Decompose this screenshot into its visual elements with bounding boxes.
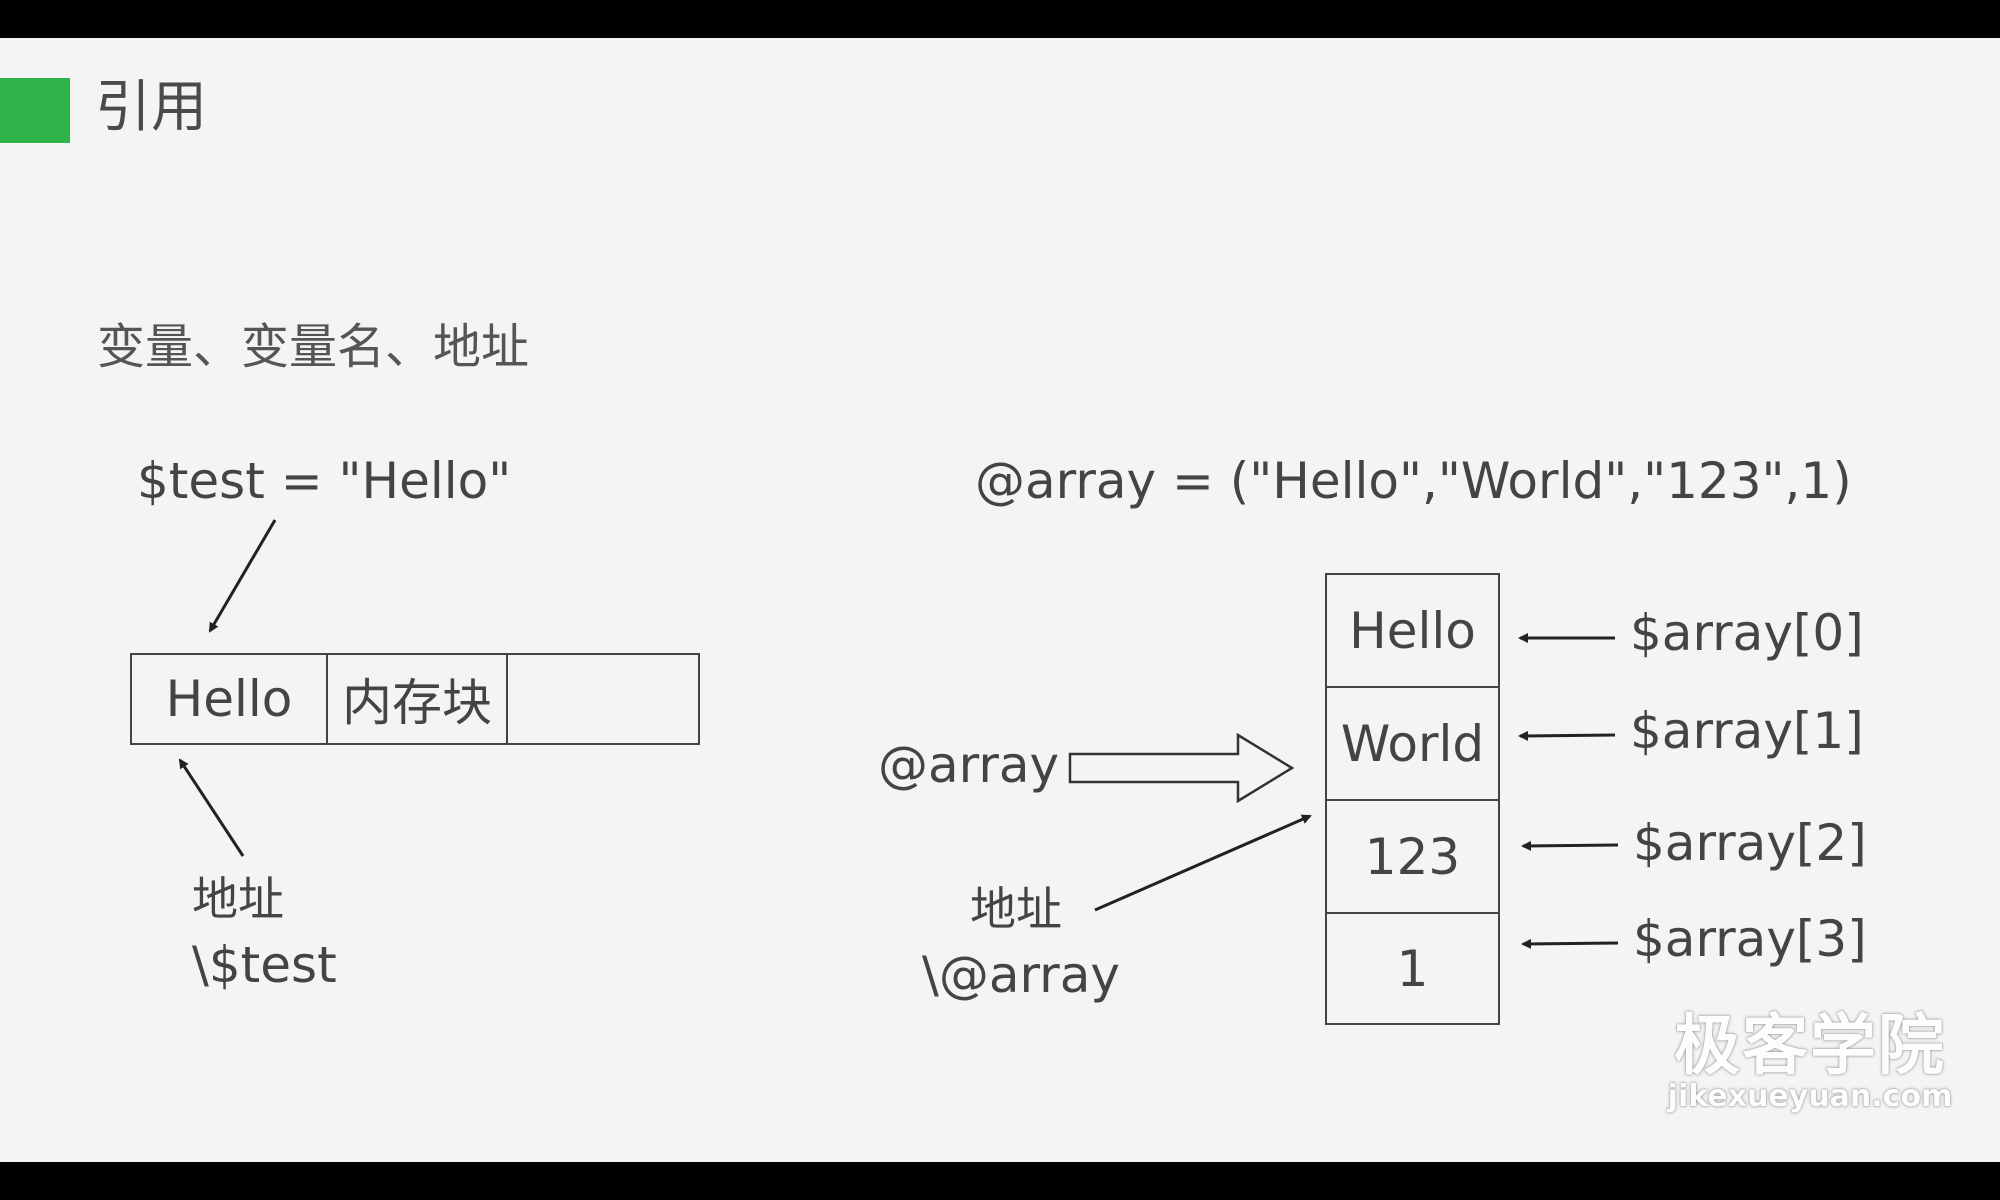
array-index-label-0: $array[0] xyxy=(1630,604,1864,662)
scalar-reference-label: \$test xyxy=(192,936,337,994)
array-memory-column: Hello World 123 1 xyxy=(1325,573,1500,1025)
array-assignment: @array = ("Hello","World","123",1) xyxy=(975,452,1852,510)
array-index-label-3: $array[3] xyxy=(1633,910,1867,968)
scalar-address-label: 地址 xyxy=(192,872,284,926)
watermark-logo: 极客学院 jikexueyuan.com xyxy=(1660,1013,1960,1115)
slide-subtitle: 变量、变量名、地址 xyxy=(97,319,530,375)
arrow-index-2 xyxy=(1521,840,1619,851)
array-index-label-1: $array[1] xyxy=(1630,702,1864,760)
scalar-assignment: $test = "Hello" xyxy=(137,452,512,510)
array-address-label: 地址 xyxy=(970,882,1062,936)
memory-cell-empty xyxy=(508,655,698,743)
letterbox-bottom xyxy=(0,1162,2000,1200)
memory-cell-label: 内存块 xyxy=(328,655,508,743)
array-cell-2: 123 xyxy=(1327,801,1498,914)
arrow-address-to-array xyxy=(1094,814,1312,912)
memory-block-row: Hello 内存块 xyxy=(130,653,700,745)
watermark-sub: jikexueyuan.com xyxy=(1667,1079,1953,1114)
array-name-label: @array xyxy=(878,736,1060,794)
watermark-main: 极客学院 xyxy=(1674,1007,1946,1084)
array-reference-label: \@array xyxy=(922,946,1120,1004)
arrow-index-3 xyxy=(1521,938,1619,949)
arrow-address-to-block xyxy=(178,758,245,857)
hollow-arrow-array-to-memory xyxy=(1068,732,1295,804)
slide: 引用 变量、变量名、地址 $test = "Hello" Hello 内存块 地… xyxy=(0,38,2000,1162)
letterbox-top xyxy=(0,0,2000,38)
array-cell-0: Hello xyxy=(1327,575,1498,688)
array-cell-3: 1 xyxy=(1396,939,1429,998)
slide-title: 引用 xyxy=(95,75,207,140)
array-cell-1: World xyxy=(1327,688,1498,801)
memory-cell-value: Hello xyxy=(132,655,328,743)
arrow-index-1 xyxy=(1518,730,1616,741)
array-index-label-2: $array[2] xyxy=(1633,814,1867,872)
arrow-assignment-to-block xyxy=(208,519,277,633)
title-accent-bar xyxy=(0,78,70,143)
